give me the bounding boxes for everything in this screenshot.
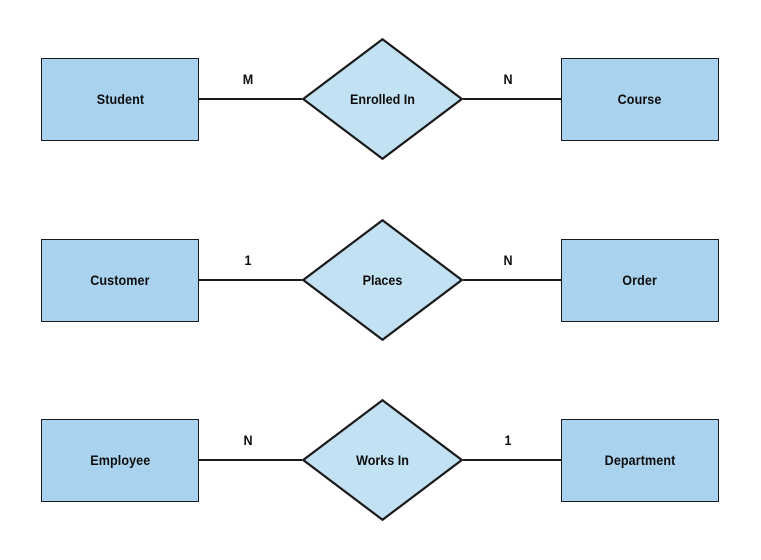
entity-label: Course — [618, 92, 662, 107]
entity-label: Employee — [89, 453, 151, 468]
connector-line-right — [463, 279, 561, 281]
entity-label: Order — [622, 273, 658, 288]
cardinality-label-left: N — [243, 433, 253, 448]
cardinality-label-left: M — [242, 72, 254, 87]
diamond-icon — [302, 399, 463, 521]
entity-employee[interactable]: Employee — [41, 419, 199, 502]
entity-order[interactable]: Order — [561, 239, 719, 322]
entity-label: Customer — [90, 273, 150, 288]
relationship-enrolled-in[interactable]: Enrolled In — [302, 38, 463, 160]
relationship-places[interactable]: Places — [302, 219, 463, 341]
diamond-icon — [302, 38, 463, 160]
connector-line-left — [199, 459, 302, 461]
er-relationship-row: Customer 1 Places N Order — [0, 199, 761, 379]
cardinality-label-right: 1 — [504, 433, 512, 448]
cardinality-label-right: N — [503, 253, 513, 268]
entity-label: Department — [604, 453, 676, 468]
entity-customer[interactable]: Customer — [41, 239, 199, 322]
cardinality-label-right: N — [503, 72, 513, 87]
er-relationship-row: Student M Enrolled In N Course — [0, 18, 761, 198]
connector-line-left — [199, 98, 302, 100]
connector-line-right — [463, 98, 561, 100]
relationship-works-in[interactable]: Works In — [302, 399, 463, 521]
cardinality-label-left: 1 — [244, 253, 252, 268]
connector-line-left — [199, 279, 302, 281]
diamond-icon — [302, 219, 463, 341]
entity-course[interactable]: Course — [561, 58, 719, 141]
entity-label: Student — [96, 92, 144, 107]
entity-student[interactable]: Student — [41, 58, 199, 141]
connector-line-right — [463, 459, 561, 461]
er-relationship-row: Employee N Works In 1 Department — [0, 379, 761, 559]
entity-department[interactable]: Department — [561, 419, 719, 502]
